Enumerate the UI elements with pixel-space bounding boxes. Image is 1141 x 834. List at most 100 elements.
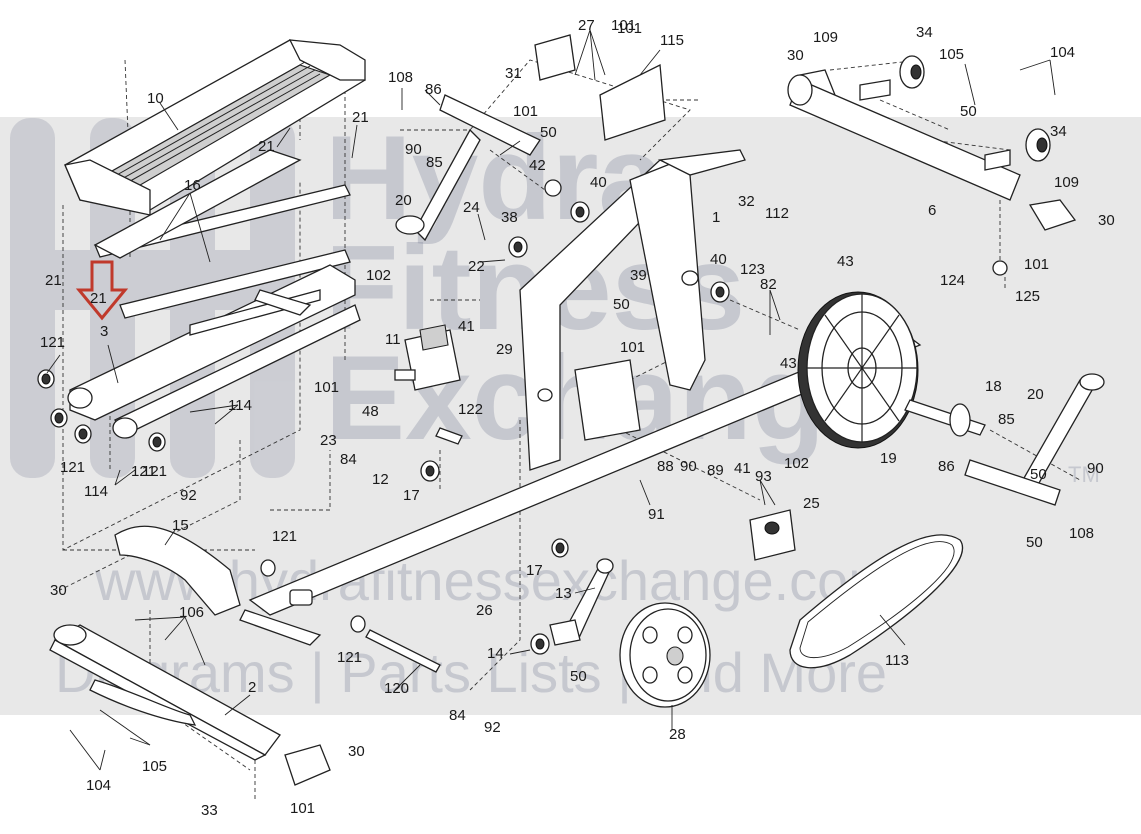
callout-label: 86	[425, 81, 442, 98]
callout-label: 13	[555, 585, 572, 602]
callout-label: 21	[258, 138, 275, 155]
callout-label: 30	[50, 582, 67, 599]
callout-label: 82	[760, 276, 777, 293]
callout-label: 21	[45, 272, 62, 289]
callout-label: 123	[740, 261, 765, 278]
part-drive-belt	[789, 534, 963, 669]
callout-label: 21	[352, 109, 369, 126]
callout-label: 27	[578, 17, 595, 34]
part-crank-arm-left	[395, 94, 541, 242]
callout-label: 41	[458, 318, 475, 335]
callout-label: 20	[1027, 386, 1044, 403]
part-rods	[260, 427, 463, 673]
callout-label: 30	[787, 47, 804, 64]
part-top-bracket	[534, 34, 666, 141]
part-base-frame	[67, 264, 361, 439]
callout-label: 18	[985, 378, 1002, 395]
part-pulley	[619, 602, 711, 708]
callout-label: 120	[384, 680, 409, 697]
part-wheels	[899, 55, 1051, 162]
callout-label: 43	[837, 253, 854, 270]
callout-label: 17	[403, 487, 420, 504]
part-motor	[394, 324, 461, 391]
part-crank-arm-right	[964, 373, 1105, 506]
callout-label: 105	[939, 46, 964, 63]
callout-label: 101	[314, 379, 339, 396]
callout-label: 101	[620, 339, 645, 356]
callout-label: 26	[476, 602, 493, 619]
callout-label: 12	[372, 471, 389, 488]
callout-label: 33	[201, 802, 218, 819]
callout-label: 30	[1098, 212, 1115, 229]
callout-label: 40	[710, 251, 727, 268]
callout-label: 101	[513, 103, 538, 120]
callout-label: 1	[712, 209, 720, 226]
part-axle	[904, 399, 986, 437]
callout-label: 34	[916, 24, 933, 41]
callout-label: 108	[388, 69, 413, 86]
callout-label: 17	[526, 562, 543, 579]
callout-label: 90	[1087, 460, 1104, 477]
callout-label: 21	[90, 290, 107, 307]
callout-label: 90	[680, 458, 697, 475]
callout-label: 50	[570, 668, 587, 685]
callout-label: 19	[880, 450, 897, 467]
callout-label: 86	[938, 458, 955, 475]
callout-label: 41	[734, 460, 751, 477]
callout-label: 121	[142, 463, 167, 480]
callout-label: 50	[540, 124, 557, 141]
part-crank	[549, 558, 614, 646]
part-small-bearings	[420, 179, 1008, 655]
callout-label: 30	[348, 743, 365, 760]
part-rear-stabilizer	[787, 74, 1021, 201]
watermark-trademark: TM	[1068, 462, 1100, 487]
callout-label: 88	[657, 458, 674, 475]
highlight-arrow	[75, 260, 129, 321]
callout-label: 85	[998, 411, 1015, 428]
callout-label: 10	[147, 90, 164, 107]
callout-label: 114	[84, 483, 108, 500]
callout-label: 104	[1050, 44, 1075, 61]
callout-label: 121	[131, 463, 156, 480]
callout-label: 121	[40, 334, 65, 351]
callout-label: 101	[611, 17, 636, 34]
callout-label: 125	[1015, 288, 1040, 305]
callout-label: 109	[813, 29, 838, 46]
callout-label: 102	[366, 267, 391, 284]
callout-label: 89	[707, 462, 724, 479]
callout-label: 20	[395, 192, 412, 209]
part-upright-frame	[519, 149, 746, 471]
callout-label: 25	[803, 495, 820, 512]
part-front-stabilizer	[49, 624, 281, 761]
callout-label: 102	[784, 455, 809, 472]
callout-label: 50	[960, 103, 977, 120]
callout-label: 43	[780, 355, 797, 372]
callout-label: 14	[487, 645, 504, 662]
callout-label: 16	[184, 177, 201, 194]
callout-label: 15	[172, 517, 189, 534]
callout-label: 108	[1069, 525, 1094, 542]
callout-label: 22	[468, 258, 485, 275]
callout-label: 11	[385, 331, 401, 348]
part-console-shroud	[64, 39, 366, 216]
part-bushings-left	[37, 369, 166, 452]
callout-label: 93	[755, 468, 772, 485]
callout-label: 28	[669, 726, 686, 743]
callout-label: 121	[60, 459, 85, 476]
callout-label: 24	[463, 199, 480, 216]
callout-label: 101	[617, 20, 642, 37]
callout-label: 121	[272, 528, 297, 545]
callout-label: 115	[660, 32, 684, 49]
callout-label: 121	[337, 649, 362, 666]
callout-label: 114	[228, 397, 252, 414]
callout-label: 85	[426, 154, 443, 171]
part-side-rails	[93, 149, 351, 319]
callout-label: 38	[501, 209, 518, 226]
callout-label: 50	[1026, 534, 1043, 551]
callout-label: 2	[248, 679, 256, 696]
callout-label: 92	[484, 719, 501, 736]
callout-label: 106	[179, 604, 204, 621]
callout-label: 112	[765, 205, 789, 222]
part-main-beam	[239, 329, 922, 646]
